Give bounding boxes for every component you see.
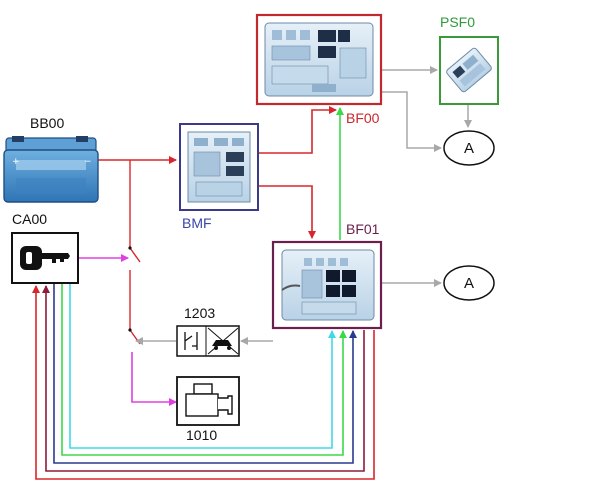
fuse-box-icon	[187, 131, 251, 203]
bmf-module[interactable]: BMF	[179, 123, 259, 231]
fuse-box-icon	[264, 22, 374, 97]
relay-switch-top	[128, 246, 132, 250]
svg-text:+: +	[12, 157, 20, 167]
bmf-label: BMF	[182, 215, 212, 231]
node-a-top-label: A	[464, 140, 474, 157]
inertia-switch-icon	[184, 326, 239, 356]
fuse-box-icon	[281, 249, 375, 321]
wire-key-to-bf01-blue	[53, 282, 357, 464]
fuse-box-icon	[446, 47, 492, 93]
component-1203[interactable]: 1203	[176, 305, 240, 357]
psf0-label: PSF0	[440, 14, 475, 30]
wire-bf01-to-key-red	[32, 285, 375, 480]
relay-switch-bottom	[128, 328, 132, 332]
c1203-label: 1203	[184, 305, 215, 321]
starter-motor-icon	[185, 383, 233, 417]
bf00-fuse-box[interactable]: BF00	[255, 13, 383, 126]
wire-relay-to-starter	[131, 352, 177, 406]
svg-text:−: −	[84, 157, 92, 167]
wire-key-to-bf01-cyan	[69, 282, 336, 449]
node-a-right-label: A	[464, 275, 474, 292]
c1010-label: 1010	[186, 427, 217, 443]
wire-key-to-bf01-green	[61, 282, 347, 456]
bb00-label: BB00	[30, 115, 64, 131]
wire-battery-branch	[129, 160, 141, 345]
battery-bb00[interactable]: BB00 + −	[3, 115, 99, 203]
wire-bmf-to-bf01	[258, 185, 316, 239]
bf01-fuse-box[interactable]: BF01	[271, 221, 383, 330]
ca00-label: CA00	[12, 211, 47, 227]
wire-bf01-to-key-darkred	[42, 285, 365, 472]
component-1010[interactable]: 1010	[176, 376, 240, 443]
ignition-switch-ca00[interactable]: CA00	[11, 211, 79, 284]
battery-icon: + −	[3, 136, 99, 203]
bf00-label: BF00	[346, 110, 380, 126]
psf0-module[interactable]: PSF0	[439, 14, 499, 105]
ignition-key-icon	[20, 246, 70, 270]
wire-bmf-to-bf00	[258, 106, 337, 154]
node-a-top[interactable]: A	[443, 130, 495, 166]
node-a-right[interactable]: A	[443, 265, 495, 301]
c1203-frame	[176, 325, 240, 357]
bf01-label: BF01	[346, 221, 380, 237]
wire-bf00-to-node-a	[381, 91, 442, 152]
